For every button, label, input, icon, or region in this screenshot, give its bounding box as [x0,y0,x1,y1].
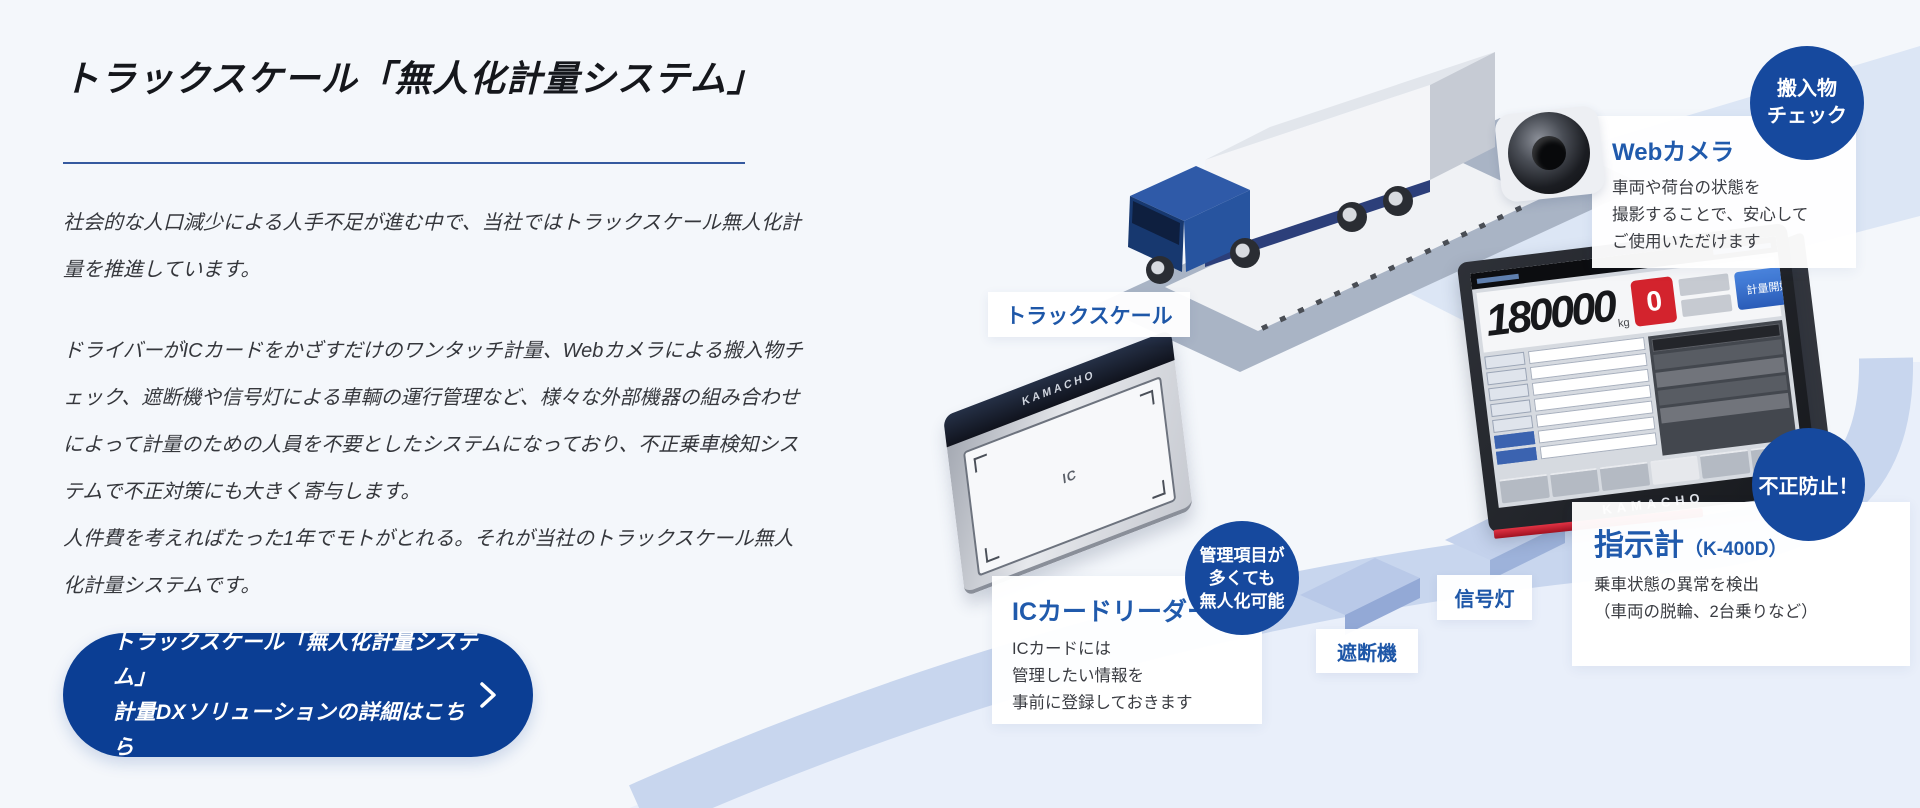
fraud-prevention-badge-line: 不正防止！ [1758,476,1859,498]
indicator-weight-unit: kg [1617,316,1631,330]
webcam-card-line: 車両や荷台の状態を [1612,179,1761,197]
truck-wheel [1337,202,1367,232]
ic-reader-card-body: ICカードには 管理したい情報を 事前に登録しておきます [1012,636,1242,717]
intro-paragraph-2-text: ドライバーがICカードをかざすだけのワンタッチ計量、Webカメラによる搬入物チェ… [63,340,803,503]
webcam-card-title: Webカメラ [1612,139,1735,166]
signal-light-label: 信号灯 [1437,575,1532,620]
indicator-small-keys [1678,273,1733,318]
title-underline [63,162,745,164]
fraud-prevention-badge: 不正防止！ [1752,428,1865,541]
intro-paragraph-1-text: 社会的な人口減少による人手不足が進む中で、当社ではトラックスケール無人化計量を推… [63,212,801,281]
truck-wheel [1230,238,1260,268]
indicator-card-body: 乗車状態の異常を検出 （車両の脱輪、2台乗りなど） [1594,572,1888,626]
corner-mark-icon [984,543,1000,563]
indicator-model-label: （K-400D） [1684,539,1788,560]
truck-wheel [1383,186,1413,216]
indicator-start-button: 計量開始 [1734,264,1803,311]
indicator-log-rows [1648,320,1797,456]
cta-label: トラックスケール「無人化計量システム」計量DXソリューションの詳細はこちら [113,631,478,759]
indicator-card: 指示計（K-400D） 乗車状態の異常を検出 （車両の脱輪、2台乗りなど） [1572,502,1910,666]
corner-mark-icon [973,453,989,473]
load-check-badge-line: 搬入物 [1777,78,1837,100]
ic-reader-card-line: ICカードには [1012,640,1111,658]
dx-solution-cta-button[interactable]: トラックスケール「無人化計量システム」計量DXソリューションの詳細はこちら [63,631,533,759]
unmanned-capability-badge: 管理項目が 多くても 無人化可能 [1185,521,1299,635]
chevron-right-icon [480,682,496,708]
intro-paragraph-3-text: 人件費を考えればたった1年でモトがとれる。それが当社のトラックスケール無人化計量… [63,528,794,597]
intro-paragraph-1: 社会的な人口減少による人手不足が進む中で、当社ではトラックスケール無人化計量を推… [63,200,805,294]
page-title: トラックスケール「無人化計量システム」 [63,58,764,99]
load-check-badge: 搬入物 チェック [1750,46,1864,160]
webcam-card-line: ご使用いただけます [1612,233,1761,251]
unmanned-capability-badge-line: 管理項目が [1199,545,1285,565]
ic-reader-card-line: 管理したい情報を [1012,667,1144,685]
indicator-card-title: 指示計（K-400D） [1594,529,1788,562]
corner-mark-icon [1139,389,1155,410]
unmanned-capability-badge-line: 多くても [1208,568,1276,588]
ic-reader-card-line: 事前に登録しておきます [1012,694,1193,712]
ic-reader-card-title: ICカードリーダー [1012,598,1213,626]
intro-paragraph-2: ドライバーがICカードをかざすだけのワンタッチ計量、Webカメラによる搬入物チェ… [63,328,805,610]
indicator-card-line: （車両の脱輪、2台乗りなど） [1594,603,1818,621]
unmanned-capability-badge-line: 無人化可能 [1199,591,1285,611]
truck-scale-label: トラックスケール [988,292,1190,337]
indicator-code-rows [1484,336,1659,476]
indicator-zero-display: 0 [1630,276,1678,327]
ic-reader-ic-label: IC [1061,465,1078,487]
webcam-card-line: 撮影することで、安心して [1612,206,1809,224]
webcam-lens-icon [1532,136,1566,170]
indicator-weight-value: 180000 [1483,281,1617,346]
barrier-gate-label: 遮断機 [1316,629,1418,673]
webcam-card-body: 車両や荷台の状態を 撮影することで、安心して ご使用いただけます [1612,175,1836,256]
corner-mark-icon [1150,479,1166,500]
indicator-card-line: 乗車状態の異常を検出 [1594,576,1759,594]
load-check-badge-line: チェック [1767,105,1847,127]
ic-reader-card: ICカードリーダー ICカードには 管理したい情報を 事前に登録しておきます [992,576,1262,724]
truck-wheel [1146,256,1174,284]
